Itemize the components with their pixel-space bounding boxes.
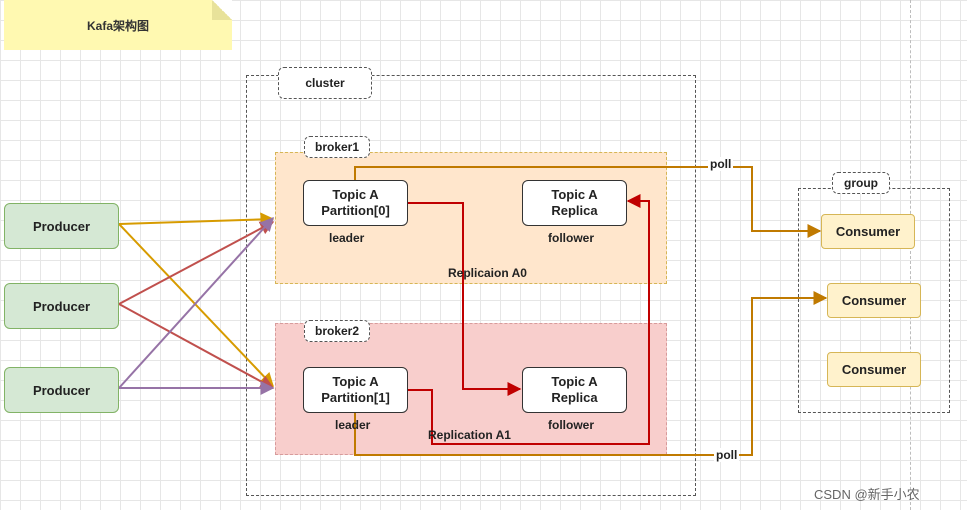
watermark: CSDN @新手小农: [814, 487, 920, 502]
group-label-text: group: [844, 176, 878, 190]
broker1-follower-replica[interactable]: Topic A Replica: [522, 180, 627, 226]
broker2-label: broker2: [304, 320, 370, 342]
producer-2[interactable]: Producer: [4, 283, 119, 329]
broker1-follower-line1: Topic A: [551, 187, 598, 202]
group-label: group: [832, 172, 890, 194]
replication-a0-label: Replicaion A0: [448, 266, 527, 280]
broker1-label-text: broker1: [314, 140, 360, 154]
producer-2-label: Producer: [32, 298, 91, 314]
consumer-2-label: Consumer: [841, 293, 907, 308]
poll-line-bottom: [354, 291, 828, 456]
consumer-2[interactable]: Consumer: [827, 283, 921, 318]
broker1-leader-line2: Partition[0]: [321, 203, 390, 218]
consumer-3[interactable]: Consumer: [827, 352, 921, 387]
producer3-to-broker1-line: [118, 216, 274, 389]
broker2-leader-partition[interactable]: Topic A Partition[1]: [303, 367, 408, 413]
replication-a1-line: [408, 194, 650, 445]
cluster-label: cluster: [278, 67, 372, 99]
broker1-follower-role: follower: [548, 231, 595, 245]
producer1-to-broker2-line: [118, 223, 274, 388]
broker1-leader-role: leader: [329, 231, 365, 245]
poll-line-top: [354, 166, 822, 238]
diagram-title: Kafa架构图: [86, 18, 149, 33]
broker2-leader-line1: Topic A: [332, 374, 379, 389]
consumer-1[interactable]: Consumer: [821, 214, 915, 249]
broker2-follower-line1: Topic A: [551, 374, 598, 389]
broker2-follower-replica[interactable]: Topic A Replica: [522, 367, 627, 413]
broker1-label: broker1: [304, 136, 370, 158]
broker2-leader-role: leader: [335, 418, 371, 432]
producer-1[interactable]: Producer: [4, 203, 119, 249]
poll-label-top: poll: [708, 157, 734, 171]
replication-a0-line: [408, 202, 522, 396]
broker1-follower-line2: Replica: [551, 203, 598, 218]
broker2-follower-line2: Replica: [551, 390, 598, 405]
cluster-label-text: cluster: [305, 76, 345, 90]
broker2-label-text: broker2: [314, 324, 360, 338]
title-note: Kafa架构图: [4, 0, 232, 50]
vertical-guide-line: [910, 0, 911, 510]
consumer-3-label: Consumer: [841, 362, 907, 377]
broker1-leader-partition[interactable]: Topic A Partition[0]: [303, 180, 408, 226]
broker2-leader-line2: Partition[1]: [321, 390, 390, 405]
cluster-container[interactable]: [246, 75, 696, 496]
producer2-to-broker1-line: [118, 221, 275, 305]
consumer-1-label: Consumer: [835, 224, 901, 239]
producer2-to-broker2-line: [118, 303, 275, 389]
producer-1-label: Producer: [32, 218, 91, 234]
producer-3-label: Producer: [32, 382, 91, 398]
poll-label-bottom: poll: [714, 448, 740, 462]
note-fold-corner: [212, 0, 232, 20]
producer1-to-broker1-line: [118, 212, 275, 227]
broker2-follower-role: follower: [548, 418, 595, 432]
producer-3[interactable]: Producer: [4, 367, 119, 413]
broker1-leader-line1: Topic A: [332, 187, 379, 202]
replication-a1-label: Replication A1: [428, 428, 511, 442]
